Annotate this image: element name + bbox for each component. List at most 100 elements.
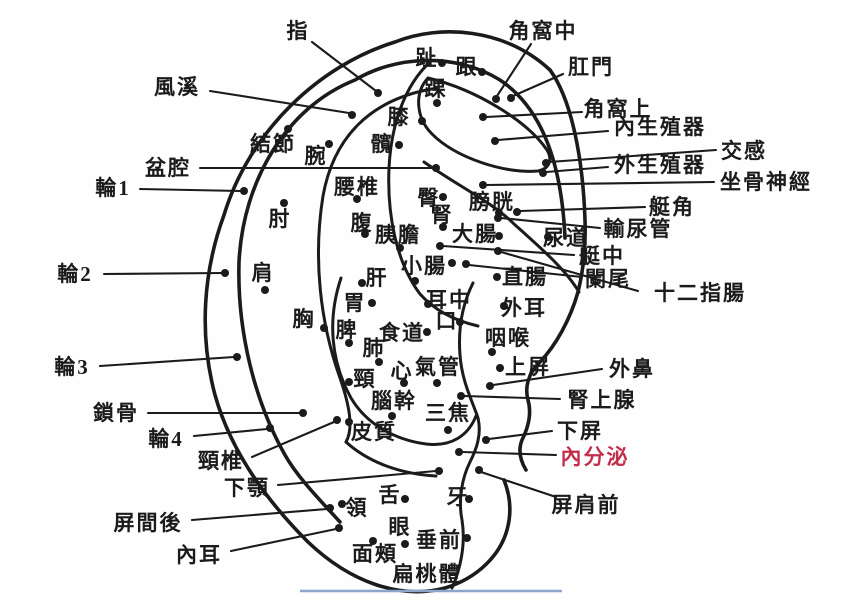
- leader-line: [547, 148, 718, 164]
- point-dot: [513, 208, 521, 216]
- point-label: 輸尿管: [604, 217, 673, 241]
- point-label: 交感: [721, 139, 767, 163]
- point-dot: [439, 193, 447, 201]
- point-label: 腎: [431, 203, 454, 227]
- point-label: 頸: [354, 367, 377, 391]
- point-dot: [221, 269, 229, 277]
- antihelix-ridge-curve: [316, 86, 440, 444]
- point-dot: [353, 195, 361, 203]
- leader-line: [276, 469, 438, 487]
- point-dot: [325, 140, 333, 148]
- point-label: 風溪: [154, 75, 200, 99]
- tragus-inner-curve: [450, 281, 481, 590]
- point-label: 踝: [425, 77, 448, 101]
- point-dot: [486, 382, 494, 390]
- point-label: 腎上腺: [568, 388, 637, 412]
- point-label: 尿道: [543, 226, 589, 250]
- point-label: 牙: [447, 485, 470, 509]
- point-label: 內分泌: [561, 445, 630, 469]
- point-dot: [333, 416, 341, 424]
- point-dot: [266, 424, 274, 432]
- point-dot: [492, 95, 500, 103]
- point-label: 下顎: [224, 476, 270, 500]
- leader-line: [467, 263, 584, 279]
- point-label: 屏肩前: [552, 493, 621, 517]
- leader-line: [518, 205, 647, 213]
- point-label: 胸: [293, 307, 316, 331]
- leader-line: [229, 527, 338, 553]
- point-dot: [444, 426, 452, 434]
- helix-outer-curve: [203, 30, 552, 594]
- point-dot: [326, 504, 334, 512]
- point-dot: [433, 379, 441, 387]
- leader-line: [98, 355, 236, 368]
- point-dot: [400, 379, 408, 387]
- point-dot: [495, 209, 503, 217]
- point-label: 鎖骨: [93, 401, 139, 425]
- point-label: 輪2: [57, 262, 93, 286]
- point-label: 氣管: [415, 355, 461, 379]
- leader-line: [462, 394, 562, 401]
- point-label: 腦幹: [371, 389, 417, 413]
- point-dot: [493, 273, 501, 281]
- leader-line: [250, 420, 336, 459]
- point-label: 小腸: [401, 254, 447, 278]
- leader-line: [208, 89, 351, 115]
- leader-line: [499, 216, 602, 230]
- point-label: 角窩中: [509, 19, 578, 43]
- point-dot: [345, 378, 353, 386]
- leader-line: [192, 427, 269, 438]
- antihelix-lower-edge-curve: [422, 160, 581, 294]
- point-dot: [542, 159, 550, 167]
- point-dot: [396, 244, 404, 252]
- leader-line: [495, 42, 533, 98]
- point-dot: [424, 300, 432, 308]
- point-dot: [369, 537, 377, 545]
- point-label: 輪4: [148, 427, 184, 451]
- point-dot: [448, 259, 456, 267]
- point-label: 髖: [371, 132, 394, 156]
- point-dot: [438, 59, 446, 67]
- point-dot: [299, 409, 307, 417]
- point-label: 耳中: [426, 288, 472, 312]
- point-label: 扁桃體: [393, 562, 462, 586]
- point-label: 下屏: [557, 419, 603, 443]
- point-label: 屏間後: [114, 511, 183, 535]
- leader-line: [102, 271, 224, 276]
- point-label: 輪3: [54, 355, 90, 379]
- leader-line: [544, 165, 610, 174]
- point-dot: [284, 125, 292, 133]
- point-dot: [358, 279, 366, 287]
- leader-line: [511, 72, 565, 98]
- point-dot: [261, 286, 269, 294]
- point-dot: [457, 392, 465, 400]
- point-label: 腰椎: [333, 175, 380, 199]
- point-labels: 指風溪盆腔輪1輪2輪3鎖骨輪4頸椎下顎屏間後內耳趾跟踝膝髖角窩中肛門角窩上內生殖…: [54, 19, 810, 586]
- point-label: 眼: [389, 515, 412, 539]
- point-dot: [411, 277, 419, 285]
- leader-line: [479, 470, 558, 499]
- point-label: 內生殖器: [614, 115, 706, 139]
- leader-line: [491, 367, 604, 387]
- point-label: 直腸: [502, 265, 548, 289]
- point-label: 腕: [305, 144, 328, 168]
- point-label: 外鼻: [609, 357, 655, 381]
- antitragus-ridge-curve: [344, 440, 438, 478]
- point-dot: [539, 169, 547, 177]
- point-label: 外耳: [501, 296, 547, 320]
- point-label: 大腸: [452, 222, 498, 246]
- point-label: 頸椎: [198, 449, 244, 473]
- point-dot: [500, 302, 508, 310]
- point-dot: [418, 117, 426, 125]
- point-dot: [345, 418, 353, 426]
- point-dot: [436, 242, 444, 250]
- point-label: 垂前: [416, 528, 462, 552]
- point-label: 三焦: [425, 401, 471, 425]
- point-label: 肺: [363, 336, 386, 360]
- leader-lines: [98, 40, 718, 553]
- point-dot: [439, 223, 447, 231]
- point-dot: [479, 113, 487, 121]
- leader-line: [460, 450, 558, 457]
